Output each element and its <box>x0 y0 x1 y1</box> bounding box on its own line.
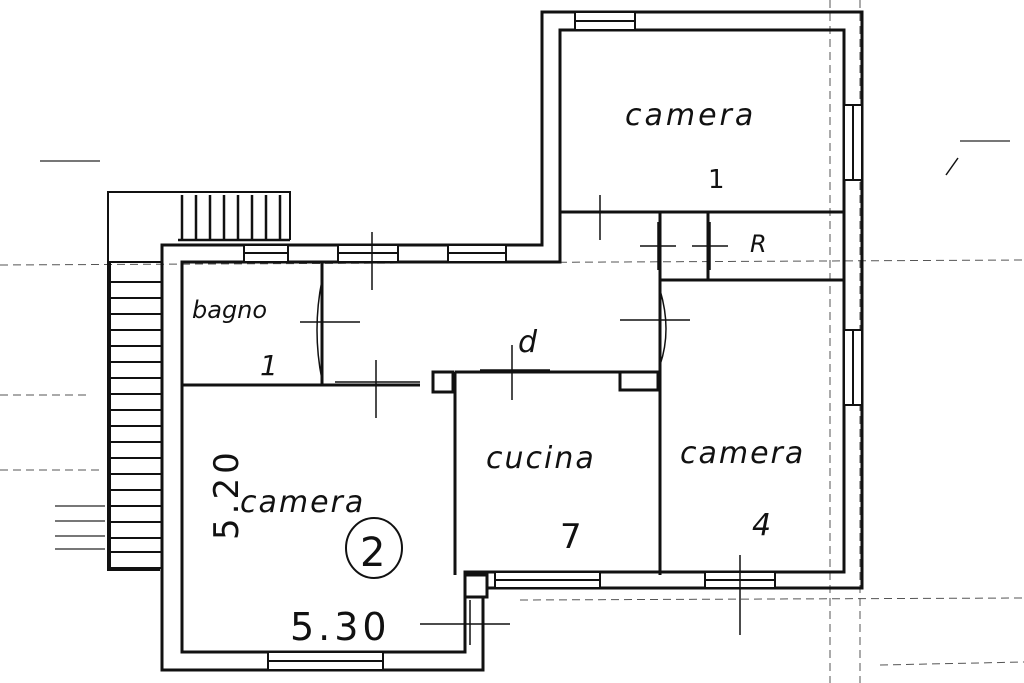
room-number-camera-right: 4 <box>752 508 771 543</box>
room-label-camera-left: camera <box>240 485 365 520</box>
room-number-circle <box>345 517 403 579</box>
terrace-outline <box>107 191 291 250</box>
room-label-camera-top: camera <box>625 98 756 133</box>
room-label-bagno: bagno <box>192 296 267 324</box>
windows <box>243 11 863 671</box>
room-number-bagno: 1 <box>260 349 278 382</box>
room-label-camera-right: camera <box>680 436 805 471</box>
room-label-cucina: cucina <box>486 441 596 476</box>
dimension-height: 5.20 <box>207 448 247 540</box>
staircase-left <box>109 261 163 569</box>
railing-top <box>178 195 290 242</box>
room-number-camera-left: 2 <box>360 530 385 576</box>
interior-walls <box>182 210 844 599</box>
door-swings <box>316 211 667 381</box>
reference-marks <box>300 157 959 645</box>
scan-dots <box>40 140 1010 550</box>
room-number-cucina: 7 <box>560 517 582 557</box>
room-label-r: R <box>750 230 767 258</box>
room-number-camera-top: 1 <box>708 165 725 195</box>
dimension-width: 5.30 <box>290 605 391 649</box>
corridor-mark: d <box>518 325 538 360</box>
